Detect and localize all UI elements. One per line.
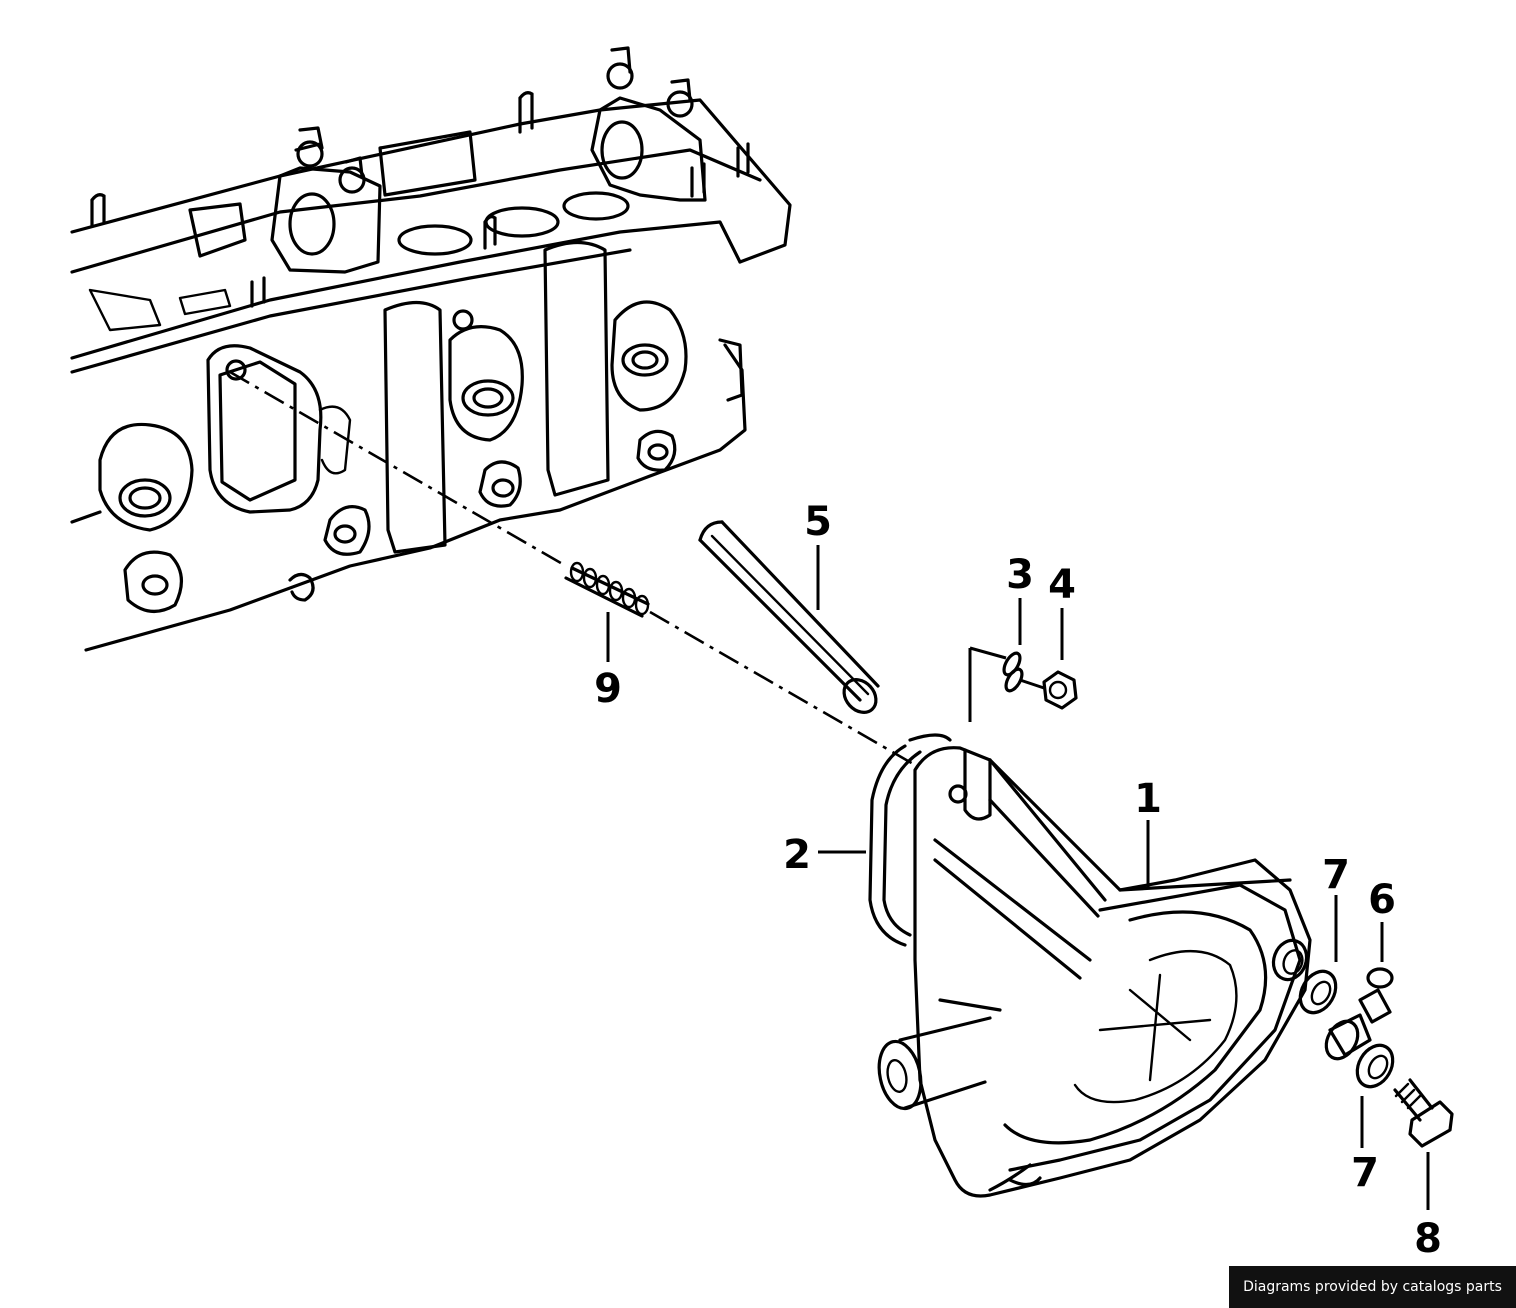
credit-badge: Diagrams provided by catalogs parts	[1229, 1266, 1516, 1308]
callout-7-upper: 7	[1322, 852, 1350, 898]
sleeve-part-5	[698, 520, 880, 714]
callout-4: 4	[1048, 562, 1076, 608]
gasket-part-2	[868, 733, 952, 947]
callout-2: 2	[783, 832, 811, 878]
callout-1: 1	[1134, 776, 1162, 822]
callout-7-lower: 7	[1351, 1150, 1379, 1196]
seal-ring-part-7-lower	[1355, 1043, 1395, 1089]
assembly-axis-line	[229, 370, 916, 767]
vacuum-pump-part-1	[877, 746, 1312, 1198]
callout-5: 5	[804, 499, 832, 545]
stud-part-9	[564, 561, 650, 618]
nut-part-4	[1042, 670, 1078, 710]
callout-3: 3	[1006, 552, 1034, 598]
callout-9: 9	[594, 666, 622, 712]
leader-lines	[606, 545, 1430, 1210]
washer-part-3	[1002, 651, 1024, 693]
cylinder-head-drawing	[70, 46, 792, 652]
union-part-6	[1324, 967, 1394, 1061]
bolt-part-8	[1393, 1078, 1454, 1148]
seal-ring-part-7-upper	[1298, 969, 1338, 1015]
callout-6: 6	[1368, 877, 1396, 923]
callout-8: 8	[1414, 1216, 1442, 1262]
